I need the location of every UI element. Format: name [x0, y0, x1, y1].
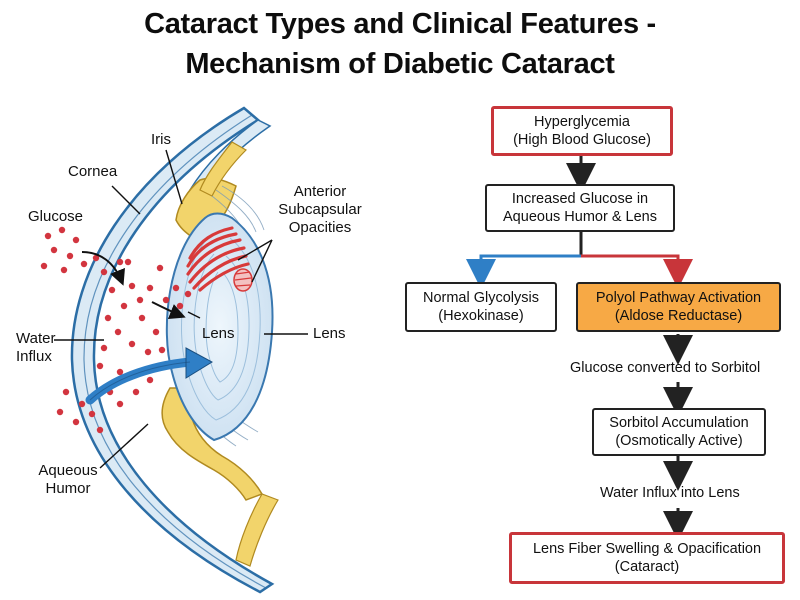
- glucose-dot: [72, 418, 80, 426]
- anterior-label-line-3: Opacities: [288, 219, 352, 236]
- glucose-dot: [138, 314, 146, 322]
- cornea-inner-line: [83, 114, 267, 589]
- cornea-label: Cornea: [68, 163, 118, 180]
- glucose-dot: [80, 260, 88, 268]
- sorbitol-accumulation-line-1: Sorbitol Accumulation: [609, 415, 749, 431]
- glucose-dot: [116, 400, 124, 408]
- water-influx-label: Water Influx: [16, 330, 55, 366]
- opacity-hatch-spot: [233, 268, 253, 292]
- polyol-pathway-box: Polyol Pathway Activation (Aldose Reduct…: [576, 282, 781, 332]
- glucose-dot: [50, 246, 58, 254]
- glucose-dot: [60, 266, 68, 274]
- hyperglycemia-line-2: (High Blood Glucose): [513, 132, 651, 148]
- cataract-line-1: Lens Fiber Swelling & Opacification: [532, 541, 762, 557]
- glucose-dot: [114, 328, 122, 336]
- glucose-dot: [128, 282, 136, 290]
- glucose-dot: [132, 388, 140, 396]
- normal-glycolysis-line-1: Normal Glycolysis: [422, 290, 539, 306]
- glucose-dot: [146, 284, 154, 292]
- lens-outer-label: Lens: [313, 325, 346, 342]
- sorbitol-accumulation-line-2: (Osmotically Active): [615, 433, 743, 449]
- arrow-to-normal-glycolysis: [466, 254, 581, 289]
- normal-glycolysis-line-2: (Hexokinase): [438, 308, 524, 324]
- glucose-dot: [66, 252, 74, 260]
- glucose-dot: [44, 232, 52, 240]
- glucose-dot: [78, 400, 86, 408]
- title-line-1: Cataract Types and Clinical Features -: [144, 8, 656, 40]
- hyperglycemia-line-1: Hyperglycemia: [534, 114, 630, 130]
- glucose-dot: [146, 376, 154, 384]
- glucose-dot: [120, 302, 128, 310]
- glucose-dot: [152, 328, 160, 336]
- glucose-dot: [184, 290, 192, 298]
- ciliary-body-bottom: [235, 493, 279, 567]
- sorbitol-accumulation-box: Sorbitol Accumulation (Osmotically Activ…: [592, 408, 766, 456]
- glucose-dot: [124, 258, 132, 266]
- glucose-dot: [56, 408, 64, 416]
- anterior-subcapsular-opacities: [186, 226, 250, 292]
- glucose-dot: [100, 344, 108, 352]
- glucose-dot: [104, 314, 112, 322]
- glucose-dot: [156, 264, 164, 272]
- cataract-box: Lens Fiber Swelling & Opacification (Cat…: [509, 532, 785, 584]
- aqueous-humor-label: Aqueous Humor: [26, 462, 110, 498]
- glucose-diffusion-arrow: [81, 251, 125, 286]
- increased-glucose-line-2: Aqueous Humor & Lens: [503, 209, 657, 225]
- glucose-dot: [100, 268, 108, 276]
- glucose-dot: [162, 296, 170, 304]
- glucose-dot: [172, 284, 180, 292]
- iris-label: Iris: [151, 131, 171, 148]
- hyperglycemia-box: Hyperglycemia (High Blood Glucose): [491, 106, 673, 156]
- glucose-dot: [62, 388, 70, 396]
- increased-glucose-box: Increased Glucose in Aqueous Humor & Len…: [485, 184, 675, 232]
- glucose-dots: [40, 226, 192, 434]
- water-label-line-2: Influx: [16, 348, 52, 365]
- title-line-2: Mechanism of Diabetic Cataract: [185, 48, 615, 80]
- glucose-dot: [88, 410, 96, 418]
- glucose-dot: [40, 262, 48, 270]
- aqueous-label-line-1: Aqueous: [38, 462, 98, 479]
- glucose-dot: [96, 362, 104, 370]
- arrow-to-polyol: [581, 254, 693, 289]
- water-label-line-1: Water: [16, 330, 56, 347]
- glucose-label: Glucose: [28, 208, 84, 225]
- cataract-line-2: (Cataract): [614, 559, 680, 575]
- glucose-dot: [92, 254, 100, 262]
- glucose-dot: [128, 340, 136, 348]
- polyol-line-1: Polyol Pathway Activation: [595, 290, 762, 306]
- anterior-subcapsular-label: Anterior Subcapsular Opacities: [272, 183, 368, 237]
- lens-inner-label: Lens: [202, 325, 235, 342]
- water-influx-step: Water Influx into Lens: [600, 485, 740, 501]
- anterior-label-line-1: Anterior: [293, 183, 347, 200]
- glucose-dot: [144, 348, 152, 356]
- label-leader-lines: [54, 149, 308, 469]
- glucose-dot: [96, 426, 104, 434]
- polyol-line-2: (Aldose Reductase): [614, 308, 743, 324]
- glucose-dot: [108, 286, 116, 294]
- glucose-dot: [116, 368, 124, 376]
- glucose-dot: [116, 258, 124, 266]
- glucose-dot: [136, 296, 144, 304]
- glucose-dot: [72, 236, 80, 244]
- anterior-label-line-2: Subcapsular: [278, 201, 362, 218]
- water-influx-arrowhead: [185, 347, 214, 379]
- glucose-dot: [58, 226, 66, 234]
- glucose-to-sorbitol-step: Glucose converted to Sorbitol: [570, 360, 761, 376]
- normal-glycolysis-box: Normal Glycolysis (Hexokinase): [405, 282, 557, 332]
- glucose-to-lens-arrow: [151, 301, 186, 319]
- increased-glucose-line-1: Increased Glucose in: [511, 191, 649, 207]
- glucose-dot: [158, 346, 166, 354]
- aqueous-label-line-2: Humor: [45, 480, 91, 497]
